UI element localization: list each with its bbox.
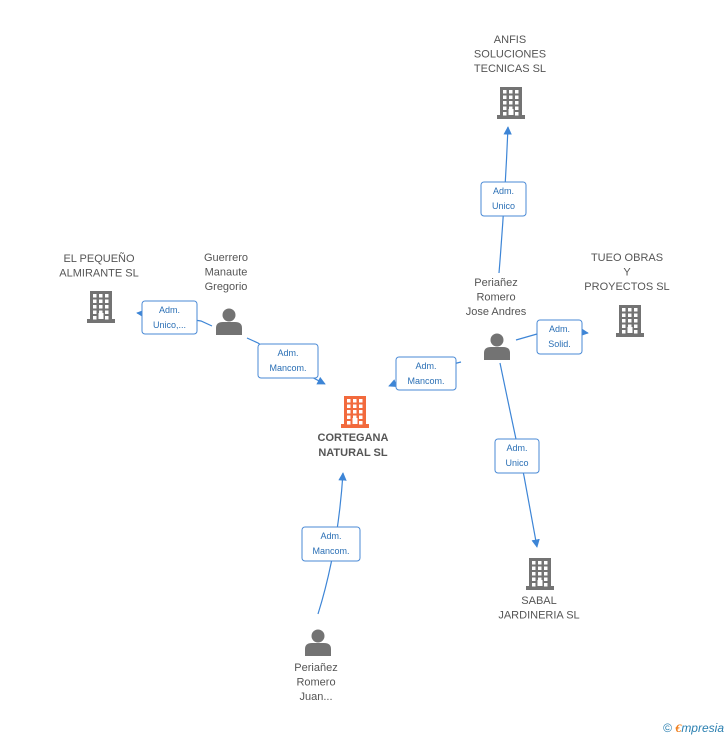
node-label-juan: Periañez xyxy=(294,662,337,674)
node-label-tueo: TUEO OBRAS xyxy=(591,252,663,264)
building-icon xyxy=(87,291,115,323)
edge-line-jose-sabal xyxy=(499,362,540,548)
edge-label-guerrero-cortegana[interactable]: Adm. Mancom. xyxy=(257,343,319,379)
node-sabal[interactable]: SABAL JARDINERIA SL xyxy=(498,558,580,622)
edge-label-guerrero-pequeno[interactable]: Adm. Unico,... xyxy=(141,300,198,335)
edge-label-text: Adm. xyxy=(506,443,527,453)
node-label-pequeno: ALMIRANTE SL xyxy=(59,268,138,280)
edge-label-text: Unico xyxy=(505,458,528,468)
edge-label-text: Unico xyxy=(492,201,515,211)
brand-name: mpresia xyxy=(681,721,724,735)
edge-label-text: Solid. xyxy=(548,339,571,349)
node-label-jose: Romero xyxy=(476,292,515,304)
edge-label-jose-anfis[interactable]: Adm. Unico xyxy=(480,181,527,217)
edge-label-text: Adm. xyxy=(549,324,570,334)
building-icon xyxy=(616,305,644,337)
node-pequeno[interactable]: EL PEQUEÑO ALMIRANTE SL xyxy=(59,252,139,323)
node-label-cortegana: NATURAL SL xyxy=(318,447,388,459)
person-icon xyxy=(305,629,331,656)
node-label-anfis: SOLUCIONES xyxy=(474,49,546,61)
edge-label-box xyxy=(536,319,583,355)
edge-label-text: Adm. xyxy=(320,531,341,541)
building-icon xyxy=(497,87,525,119)
node-label-sabal: SABAL xyxy=(521,595,556,607)
edge-label-box xyxy=(141,300,198,335)
node-label-anfis: ANFIS xyxy=(494,34,526,46)
edge-label-text: Adm. xyxy=(415,361,436,371)
footer-brand[interactable]: © €mpresia xyxy=(663,721,724,736)
node-label-anfis: TECNICAS SL xyxy=(474,63,546,75)
person-icon xyxy=(216,308,242,335)
node-anfis[interactable]: ANFIS SOLUCIONES TECNICAS SL xyxy=(474,34,546,119)
edge-label-text: Mancom. xyxy=(269,363,306,373)
edge-label-box xyxy=(480,181,527,217)
node-label-guerrero: Guerrero xyxy=(204,252,248,264)
node-label-guerrero: Gregorio xyxy=(205,281,248,293)
building-icon xyxy=(526,558,554,590)
node-cortegana[interactable]: CORTEGANA NATURAL SL xyxy=(318,396,389,459)
edge-label-jose-cortegana[interactable]: Adm. Mancom. xyxy=(395,356,457,391)
building-icon xyxy=(341,396,369,428)
edge-label-text: Adm. xyxy=(159,305,180,315)
node-label-tueo: Y xyxy=(623,267,631,279)
node-label-sabal: JARDINERIA SL xyxy=(498,610,579,622)
edge-label-text: Mancom. xyxy=(407,376,444,386)
edge-label-jose-tueo[interactable]: Adm. Solid. xyxy=(536,319,583,355)
edge-label-box xyxy=(395,356,457,391)
node-label-guerrero: Manaute xyxy=(205,267,248,279)
edge-label-text: Mancom. xyxy=(312,546,349,556)
edge-label-box xyxy=(494,438,540,474)
copyright-symbol: © xyxy=(663,721,672,735)
edge-label-box xyxy=(301,526,361,562)
person-icon xyxy=(484,333,510,360)
edge-label-text: Unico,... xyxy=(153,320,186,330)
edge-label-box xyxy=(257,343,319,379)
node-label-tueo: PROYECTOS SL xyxy=(584,281,669,293)
node-label-jose: Jose Andres xyxy=(466,306,527,318)
nodes-layer: CORTEGANA NATURAL SL ANFIS SOLUCIONES TECNIC… xyxy=(59,34,669,703)
node-tueo[interactable]: TUEO OBRAS Y PROYECTOS SL xyxy=(584,252,670,337)
node-juan[interactable]: PeriañezRomeroJuan... xyxy=(294,629,338,704)
node-label-juan: Juan... xyxy=(299,691,332,703)
node-label-cortegana: CORTEGANA xyxy=(318,432,389,444)
edge-label-juan-cortegana[interactable]: Adm. Mancom. xyxy=(301,526,361,562)
brand-initial: € xyxy=(675,721,682,735)
node-label-pequeno: EL PEQUEÑO xyxy=(63,252,135,265)
edge-labels-layer: Adm. Unico,... Adm. Mancom. Adm. Mancom. Adm. U… xyxy=(141,181,583,562)
node-label-jose: Periañez xyxy=(474,277,517,289)
edge-label-text: Adm. xyxy=(277,348,298,358)
node-label-juan: Romero xyxy=(296,677,335,689)
edge-label-jose-sabal[interactable]: Adm. Unico xyxy=(494,438,540,474)
edge-label-text: Adm. xyxy=(493,186,514,196)
